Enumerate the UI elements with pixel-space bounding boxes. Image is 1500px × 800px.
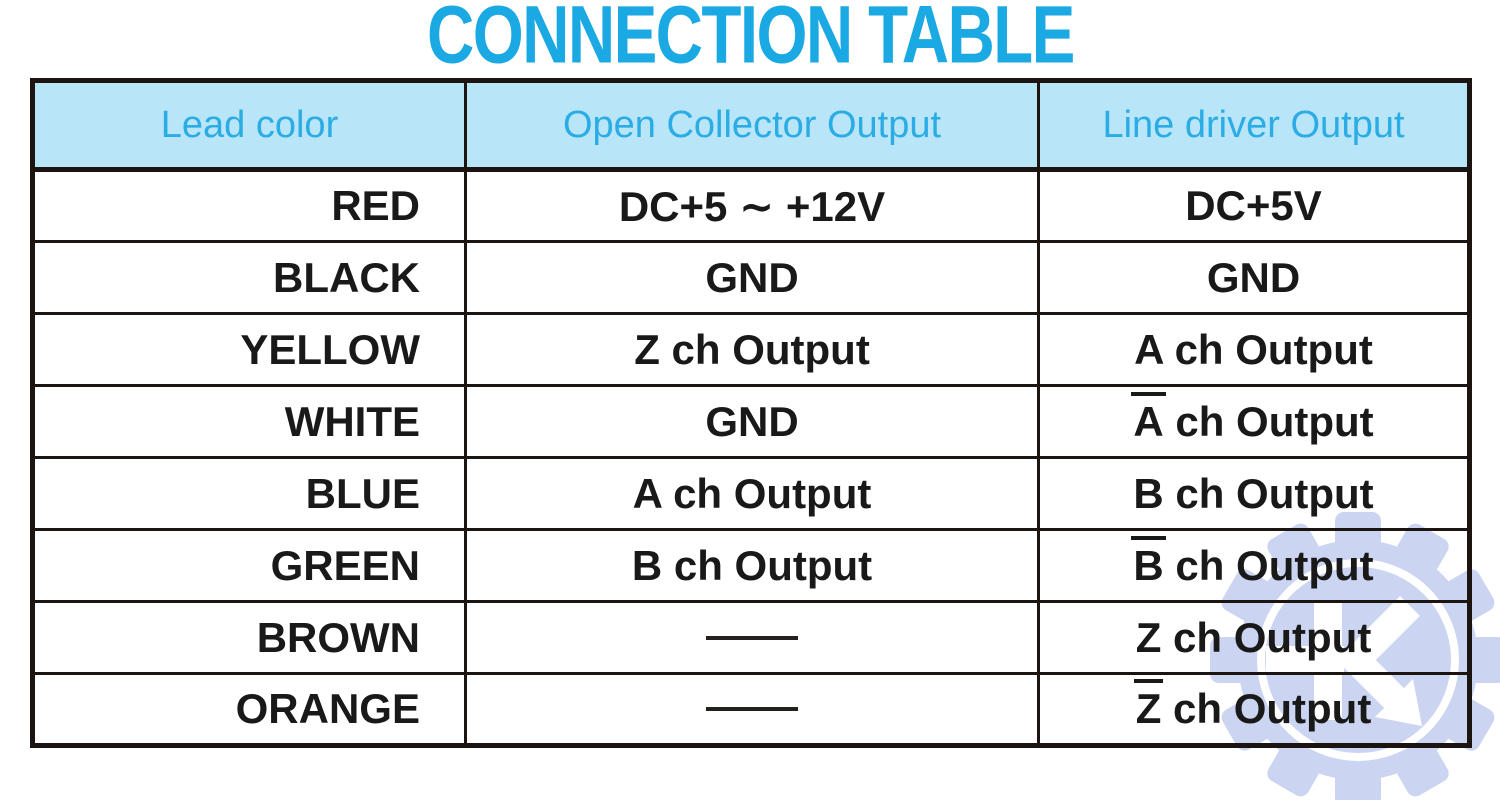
open-collector-cell	[464, 600, 1040, 675]
line-driver-cell: A ch Output	[1037, 312, 1471, 387]
dash-placeholder	[706, 635, 798, 640]
overline-letter: B	[1131, 535, 1167, 589]
column-header-line-driver-output: Line driver Output	[1037, 79, 1471, 172]
lead-color-cell: GREEN	[31, 528, 467, 603]
line-driver-cell: DC+5V	[1037, 168, 1471, 243]
table-row: ORANGE Z ch Output	[31, 672, 1471, 747]
open-collector-cell: GND	[464, 240, 1040, 315]
open-collector-cell: GND	[464, 384, 1040, 459]
line-driver-cell: A ch Output	[1037, 384, 1471, 459]
overline-letter: A	[1131, 391, 1167, 445]
column-header-open-collector-output: Open Collector Output	[464, 79, 1040, 172]
open-collector-cell: DC+5 ∼ +12V	[464, 168, 1040, 243]
connection-table: Lead color Open Collector Output Line dr…	[30, 78, 1472, 748]
open-collector-cell: Z ch Output	[464, 312, 1040, 387]
table-row: BROWN Z ch Output	[31, 600, 1471, 675]
open-collector-cell: A ch Output	[464, 456, 1040, 531]
open-collector-cell	[464, 672, 1040, 747]
header-row: Lead color Open Collector Output Line dr…	[31, 79, 1471, 172]
open-collector-cell: B ch Output	[464, 528, 1040, 603]
page-title: CONNECTION TABLE	[426, 0, 1075, 80]
line-driver-cell: Z ch Output	[1037, 672, 1471, 747]
overline-letter: Z	[1133, 678, 1163, 732]
line-driver-cell: B ch Output	[1037, 456, 1471, 531]
line-driver-cell: GND	[1037, 240, 1471, 315]
dash-placeholder	[706, 707, 798, 711]
column-header-lead-color: Lead color	[31, 79, 467, 172]
lead-color-cell: BLUE	[31, 456, 467, 531]
line-driver-cell: Z ch Output	[1037, 600, 1471, 675]
line-driver-cell: B ch Output	[1037, 528, 1471, 603]
lead-color-cell: BROWN	[31, 600, 467, 675]
lead-color-cell: RED	[31, 168, 467, 243]
lead-color-cell: WHITE	[31, 384, 467, 459]
lead-color-cell: ORANGE	[31, 672, 467, 747]
lead-color-cell: YELLOW	[31, 312, 467, 387]
lead-color-cell: BLACK	[31, 240, 467, 315]
